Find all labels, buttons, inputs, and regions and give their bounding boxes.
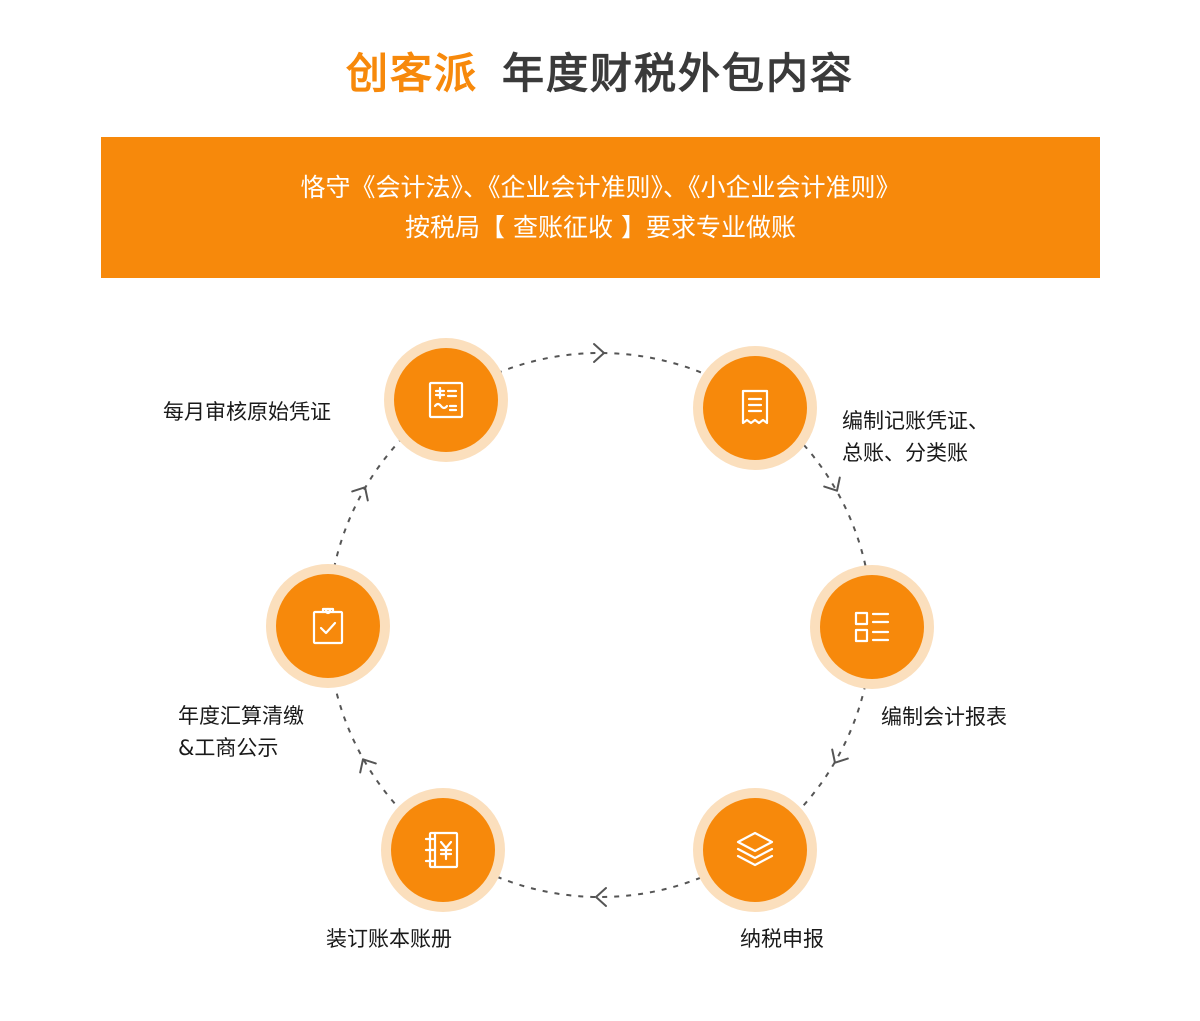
step-label-annual-settlement: 年度汇算清缴 &工商公示 (178, 704, 304, 760)
arrow-top (593, 343, 605, 363)
step-label-review-vouchers: 每月审核原始凭证 (163, 400, 331, 424)
clipboard-check-icon (312, 607, 344, 645)
banner-line-1: 恪守《会计法》、《企业会计准则》、《小企业会计准则》 (300, 172, 901, 202)
step-node-financial-reports (810, 565, 934, 689)
layers-icon (736, 831, 774, 867)
principles-banner: 恪守《会计法》、《企业会计准则》、《小企业会计准则》 按税局【 查账征收 】要求… (101, 137, 1100, 278)
step-label-bind-ledgers: 装订账本账册 (326, 927, 452, 951)
arrow-upper-right (823, 476, 841, 492)
report-list-icon (854, 611, 890, 643)
step-label-tax-filing: 纳税申报 (740, 927, 824, 951)
step-node-bind-ledgers (381, 788, 505, 912)
arrow-bottom (595, 887, 607, 907)
step-node-tax-filing (693, 788, 817, 912)
step-label-bookkeeping: 编制记账凭证、 总账、分类账 (842, 409, 989, 465)
arrow-lower-left (359, 758, 377, 774)
step-node-review-vouchers (384, 338, 508, 462)
voucher-icon (428, 381, 464, 419)
step-node-bookkeeping (693, 346, 817, 470)
page-title: 创客派年度财税外包内容 (0, 40, 1200, 101)
receipt-icon (741, 389, 769, 425)
arrow-lower-right (831, 748, 849, 764)
step-label-financial-reports: 编制会计报表 (881, 705, 1007, 729)
brand-name: 创客派 (345, 49, 478, 98)
step-node-annual-settlement (266, 564, 390, 688)
arrow-upper-left (351, 486, 369, 502)
ledger-book-icon (424, 831, 459, 869)
title-text: 年度财税外包内容 (502, 49, 855, 98)
banner-line-2: 按税局【 查账征收 】要求专业做账 (405, 212, 796, 242)
